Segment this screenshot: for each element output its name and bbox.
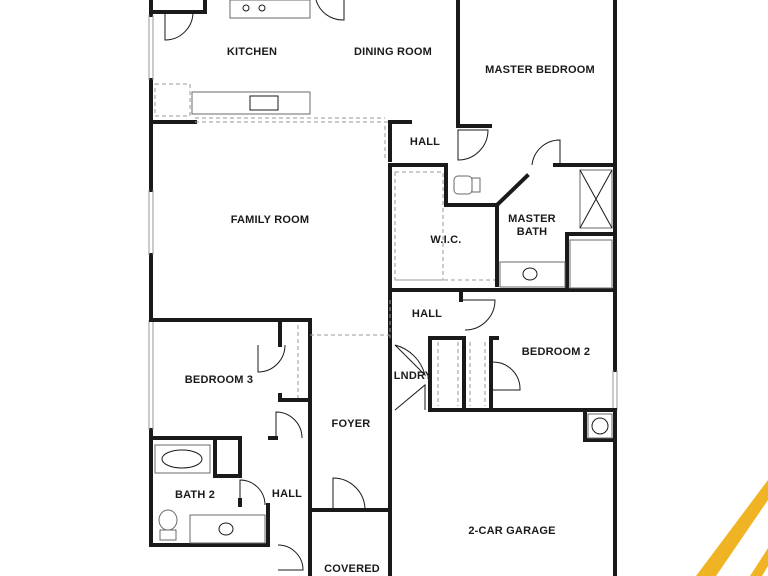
- label-hall-lower: HALL: [272, 488, 302, 500]
- label-wic: W.I.C.: [430, 234, 461, 246]
- label-bedroom-3: BEDROOM 3: [185, 374, 253, 386]
- master-vanity: [499, 261, 566, 288]
- label-bath-2: BATH 2: [175, 489, 215, 501]
- label-kitchen: KITCHEN: [227, 46, 277, 58]
- label-master-bedroom: MASTER BEDROOM: [485, 64, 595, 76]
- bath2-vanity: [189, 514, 266, 544]
- master-tub: [569, 239, 613, 289]
- doors: [164, 0, 561, 571]
- fixtures: [154, 0, 613, 544]
- room-labels: KITCHEN DINING ROOM MASTER BEDROOM HALL …: [175, 46, 595, 575]
- label-foyer: FOYER: [332, 418, 371, 430]
- label-lndry: LNDRY: [394, 370, 433, 382]
- label-hall-middle: HALL: [412, 308, 442, 320]
- label-dining-room: DINING ROOM: [354, 46, 432, 58]
- kitchen-range: [229, 0, 311, 19]
- label-bedroom-2: BEDROOM 2: [522, 346, 590, 358]
- walls: [148, 0, 618, 576]
- label-master-bath-line1: MASTER: [508, 213, 556, 225]
- bath2-toilet: [158, 509, 178, 531]
- open-boundaries: [195, 121, 486, 406]
- label-hall-upper: HALL: [410, 136, 440, 148]
- accent-stripes: [696, 480, 768, 576]
- kitchen-island: [191, 91, 311, 115]
- label-garage: 2-CAR GARAGE: [468, 525, 555, 537]
- master-toilet: [453, 175, 473, 195]
- label-family-room: FAMILY ROOM: [231, 214, 310, 226]
- label-master-bath-line2: BATH: [517, 226, 548, 238]
- label-covered: COVERED: [324, 563, 380, 575]
